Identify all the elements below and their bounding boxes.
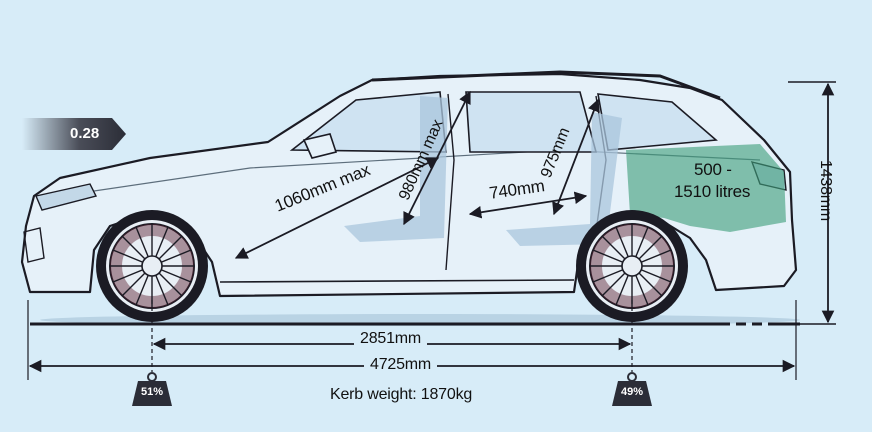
boot-capacity-line2: 1510 litres: [674, 182, 751, 201]
drag-coefficient-badge: 0.28: [22, 118, 126, 150]
rear-headroom-arrow: [552, 98, 600, 216]
rear-wheel: [576, 210, 688, 322]
front-weight-value: 51%: [140, 386, 164, 398]
front-weight-tag: 51%: [132, 372, 172, 406]
rear-weight-value: 49%: [620, 386, 644, 398]
roof-rail: [371, 70, 721, 100]
side-mirror: [302, 133, 338, 159]
rear-weight-tag: 49%: [612, 372, 652, 406]
length-label: 4725mm: [364, 356, 438, 374]
front-wheel: [96, 210, 208, 322]
boot-area: [626, 144, 786, 232]
front-grille: [23, 227, 45, 263]
drag-coefficient-value: 0.28: [70, 125, 100, 142]
window-rear: [465, 91, 598, 153]
rocker-line: [219, 279, 575, 283]
headlight: [35, 183, 98, 211]
kerb-weight-label: Kerb weight: 1870kg: [330, 386, 473, 403]
boot-capacity-line1: 500 -: [694, 160, 732, 179]
wheelbase-label: 2851mm: [354, 330, 428, 348]
front-headroom-arrow: [403, 90, 471, 226]
height-label: 1438mm: [817, 160, 834, 222]
